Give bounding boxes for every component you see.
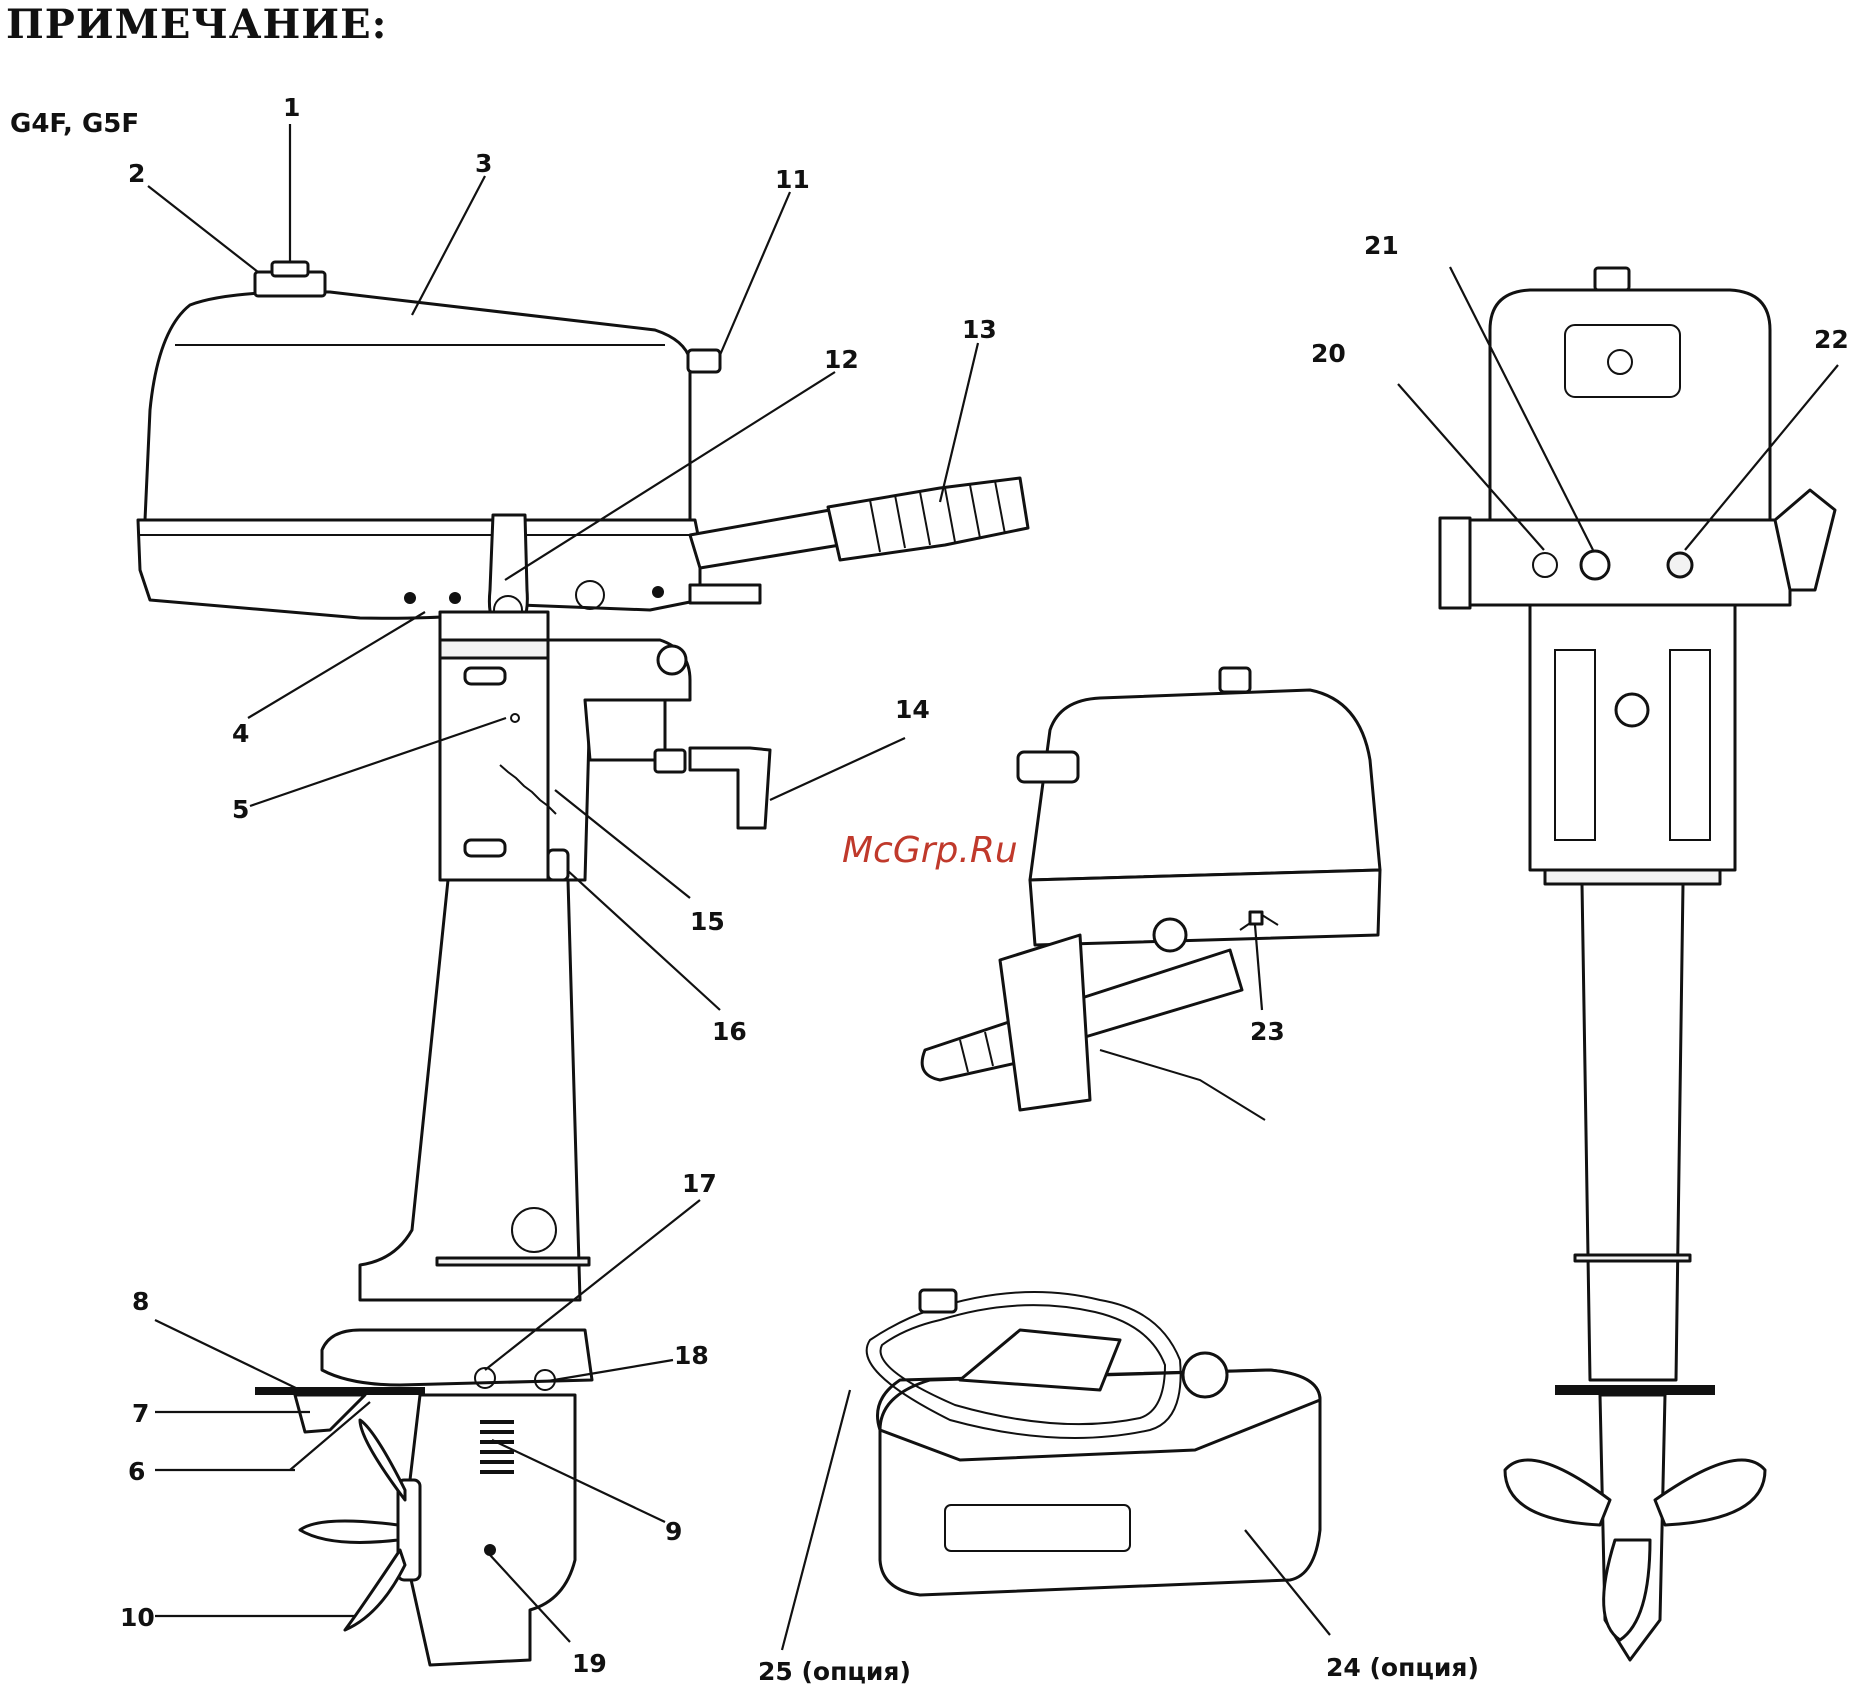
- model-label: G4F, G5F: [10, 109, 139, 139]
- tank-handle: [960, 1330, 1120, 1390]
- clamp-pivot: [658, 646, 686, 674]
- clamp-screw: [585, 700, 665, 760]
- screw-a: [404, 592, 416, 604]
- throttle-grip: [828, 478, 1028, 560]
- callout-5: 5: [232, 795, 249, 824]
- inset-cowling: [1030, 690, 1380, 880]
- callout-4: 4: [232, 719, 249, 748]
- tiller-bracket: [690, 585, 760, 603]
- front-carry-handle: [1440, 518, 1470, 608]
- callout-13: 13: [962, 315, 997, 344]
- propeller-blade-top: [360, 1420, 405, 1500]
- inset-kill-clip: [1250, 912, 1262, 924]
- front-fuel-cap: [1595, 268, 1629, 290]
- front-view-motor: [1440, 268, 1835, 1660]
- callout-8: 8: [132, 1287, 149, 1316]
- lock-pin: [548, 850, 568, 880]
- inset-lower-pan: [1030, 870, 1380, 945]
- hose-connector: [920, 1290, 956, 1312]
- inset-clamp-bracket: [1000, 935, 1090, 1110]
- fuel-tank: [867, 1290, 1320, 1595]
- callout-23: 23: [1250, 1017, 1285, 1046]
- tiller-arm: [690, 510, 840, 568]
- front-shaft-housing: [1582, 884, 1683, 1380]
- callout-2: 2: [128, 159, 145, 188]
- front-neck-band: [1545, 870, 1720, 884]
- callout-16: 16: [712, 1017, 747, 1046]
- page-title: ПРИМЕЧАНИЕ:: [6, 1, 387, 48]
- front-swivel-pivot: [1616, 694, 1648, 726]
- callout-3: 3: [475, 149, 492, 178]
- callout-7: 7: [132, 1399, 149, 1428]
- callout-15: 15: [690, 907, 725, 936]
- callout-14: 14: [895, 695, 930, 724]
- inset-tiller: [1060, 950, 1242, 1040]
- inset-swivel: [1154, 919, 1186, 951]
- callout-12: 12: [824, 345, 859, 374]
- gearcase: [410, 1395, 575, 1665]
- choke-knob: [688, 350, 720, 372]
- upper-mount-pin: [465, 668, 505, 684]
- screw-c: [652, 586, 664, 598]
- drain-plug: [484, 1544, 496, 1556]
- callout-6: 6: [128, 1457, 145, 1486]
- inset-pull-starter: [1018, 752, 1078, 782]
- callout-11: 11: [775, 165, 810, 194]
- callout-25: 25 (опция): [758, 1657, 911, 1686]
- trim-tab: [295, 1395, 365, 1432]
- lower-mount-pin: [465, 840, 505, 856]
- callout-1: 1: [283, 93, 300, 122]
- front-prop-left: [1505, 1460, 1610, 1525]
- anti-cavitation-plate: [322, 1330, 592, 1385]
- top-cowling: [145, 292, 690, 520]
- fuel-cap-vent: [272, 262, 308, 276]
- callout-24: 24 (опция): [1326, 1653, 1479, 1682]
- clamp-screw-handle: [690, 748, 770, 828]
- screw-b: [449, 592, 461, 604]
- neck-band: [440, 640, 548, 658]
- callout-10: 10: [120, 1603, 155, 1632]
- front-prop-right: [1655, 1460, 1765, 1525]
- callout-20: 20: [1311, 339, 1346, 368]
- propeller-blade-bottom: [345, 1550, 405, 1630]
- front-lower-pan: [1465, 520, 1790, 605]
- callout-17: 17: [682, 1169, 717, 1198]
- callout-19: 19: [572, 1649, 607, 1678]
- inset-transom-board: [1100, 1050, 1265, 1120]
- callout-22: 22: [1814, 325, 1849, 354]
- callout-21: 21: [1364, 231, 1399, 260]
- front-clamp-bracket: [1530, 605, 1735, 870]
- watermark: McGrp.Ru: [842, 830, 1018, 871]
- callout-18: 18: [674, 1341, 709, 1370]
- housing-band: [437, 1258, 589, 1265]
- choke-button: [1668, 553, 1692, 577]
- drive-shaft-housing: [360, 880, 580, 1300]
- propeller-blade-left: [300, 1521, 398, 1542]
- callout-9: 9: [665, 1517, 682, 1546]
- inset-fuel-cap: [1220, 668, 1250, 692]
- clamp-screw-thread: [655, 750, 685, 772]
- inset-motor: [922, 668, 1380, 1120]
- front-housing-band: [1575, 1255, 1690, 1261]
- throttle-knob: [1581, 551, 1609, 579]
- tank-cap: [1183, 1353, 1227, 1397]
